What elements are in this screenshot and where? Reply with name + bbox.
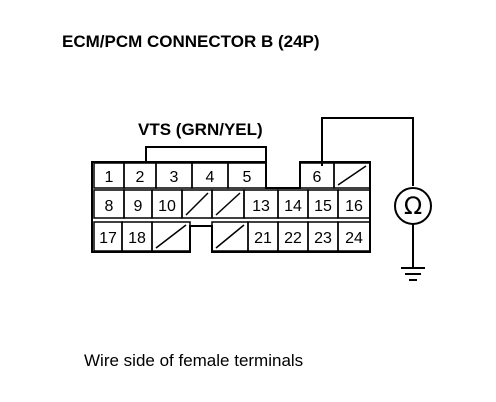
- pin-label: 1: [105, 169, 114, 186]
- pin-label: 21: [254, 230, 272, 247]
- connector-row-3: 17 18 21 22 23 24: [93, 221, 371, 252]
- terminal-24: [337, 221, 371, 252]
- pin-label: 2: [136, 169, 145, 186]
- pin-label: 22: [284, 230, 302, 247]
- terminal-16: [337, 189, 371, 219]
- pin-label: 10: [158, 198, 176, 215]
- pin-label: 3: [170, 169, 179, 186]
- ohmmeter-icon: Ω: [394, 187, 432, 225]
- pin-label: 5: [243, 169, 252, 186]
- test-lead-wire: [321, 117, 414, 186]
- diagram-title: ECM/PCM CONNECTOR B (24P): [62, 32, 320, 51]
- terminal-5: [227, 162, 267, 189]
- unused-slash: [337, 165, 367, 186]
- unused-slash: [215, 192, 241, 216]
- pin-label: 9: [134, 198, 143, 215]
- pin-label: 6: [313, 169, 322, 186]
- pin-label: 15: [314, 198, 332, 215]
- pin-label: 23: [314, 230, 332, 247]
- unused-slash: [215, 224, 245, 249]
- pin-label: 16: [345, 198, 363, 215]
- terminal-7-unused: [333, 162, 371, 189]
- diagram-caption: Wire side of female terminals: [84, 351, 303, 370]
- pin-label: 8: [105, 198, 114, 215]
- ohm-symbol: Ω: [404, 192, 422, 220]
- pin-label: 14: [284, 198, 302, 215]
- probe-label: VTS (GRN/YEL): [138, 120, 263, 139]
- unused-slash: [155, 224, 187, 249]
- connector-row-2: 8 9 10 13 14 15 16: [93, 189, 371, 219]
- pin-label: 17: [99, 230, 117, 247]
- connector-row-1: 1 2 3 4 5 6: [93, 162, 371, 189]
- pin-label: 18: [128, 230, 146, 247]
- vts-bracket: [145, 146, 267, 162]
- unused-slash: [185, 192, 209, 216]
- pin-label: 24: [345, 230, 363, 247]
- pin-label: 4: [206, 169, 215, 186]
- pin-label: 13: [252, 198, 270, 215]
- terminal-19-unused: [151, 221, 191, 252]
- ground-icon: [401, 267, 425, 281]
